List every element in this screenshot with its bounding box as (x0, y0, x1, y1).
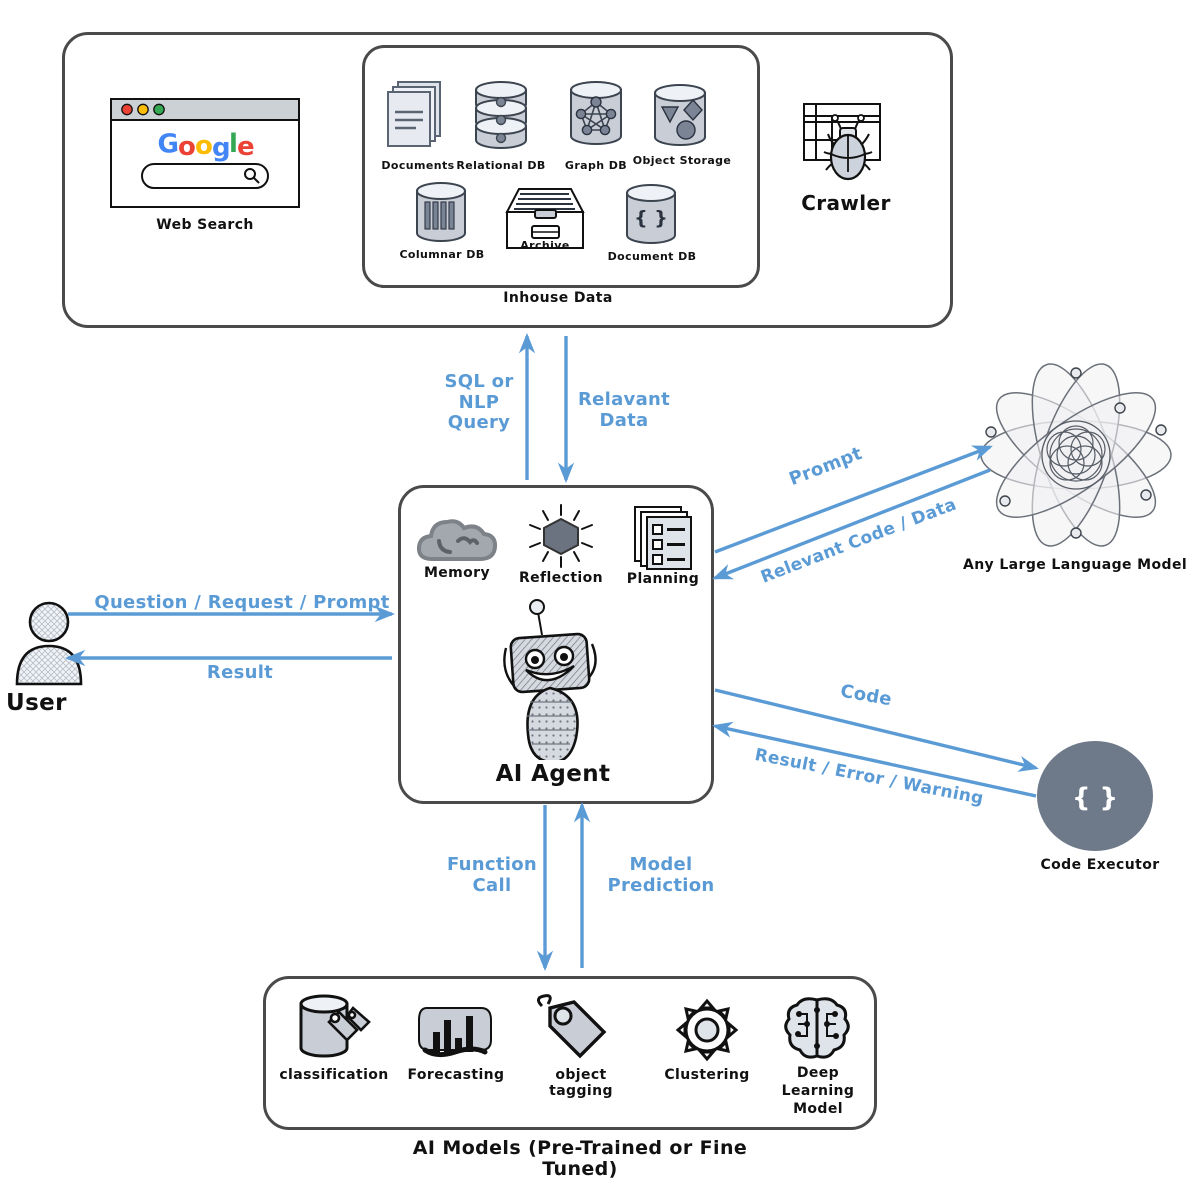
svg-text:{ }: { } (634, 207, 668, 229)
robot-icon (480, 592, 630, 764)
clustering-label: Clustering (664, 1067, 750, 1083)
graph-db-icon (567, 78, 625, 150)
object-storage-icon (651, 82, 709, 150)
checklist-pages-icon (625, 505, 697, 571)
flow-label-result: Result (206, 662, 274, 683)
document-db-icon: { } (622, 182, 680, 248)
shining-hexagon-icon (523, 503, 599, 571)
crawler-label: Crawler (801, 191, 891, 215)
relational-db-icon (470, 80, 532, 150)
inhouse-data-label: Inhouse Data (503, 290, 613, 306)
flow-label-prompt: Prompt (786, 443, 866, 491)
ai-models-caption: AI Models (Pre-Trained or Fine Tuned) (412, 1137, 748, 1181)
classification-label: classification (279, 1067, 389, 1083)
price-tag-icon (530, 988, 612, 1066)
svg-text:G: G (157, 129, 180, 160)
reflection-label: Reflection (518, 570, 604, 586)
flow-label-result-error-warning: Result / Error / Warning (753, 744, 986, 810)
forecasting-label: Forecasting (407, 1067, 505, 1083)
deep-learning-model-label: Deep Learning Model (781, 1065, 855, 1118)
relational-db-label: Relational DB (456, 159, 546, 172)
svg-text:e: e (237, 132, 255, 162)
columnar-db-label: Columnar DB (399, 248, 485, 261)
code-executor-label: Code Executor (1040, 857, 1160, 873)
cloud-icon (414, 513, 500, 565)
ai-agent-title: AI Agent (495, 761, 611, 787)
document-db-label: Document DB (607, 250, 697, 263)
svg-text:o: o (195, 131, 213, 161)
flow-label-relevant-code-data: Relevant Code / Data (758, 494, 960, 588)
flow-label-code: Code (838, 680, 894, 711)
brain-circuit-icon (783, 996, 851, 1062)
svg-text:l: l (229, 129, 238, 159)
bar-chart-cloud-icon (415, 1000, 495, 1060)
magnifier-icon (244, 168, 260, 184)
web-search-label: Web Search (156, 217, 254, 233)
columnar-db-icon (412, 180, 470, 246)
flow-label-question-request-prompt: Question / Request / Prompt (94, 592, 390, 613)
table-with-bug-icon (800, 100, 892, 186)
object-tagging-label: object tagging (549, 1067, 613, 1099)
web-search-browser: G o o g l e (110, 98, 300, 208)
curly-braces-icon: { } (1036, 740, 1154, 852)
atom-orbit-icon (975, 360, 1177, 550)
svg-text:g: g (212, 133, 231, 163)
object-storage-label: Object Storage (632, 154, 732, 167)
svg-text:o: o (178, 132, 196, 162)
bucket-tags-icon (295, 992, 375, 1064)
llm-label: Any Large Language Model (962, 557, 1188, 573)
gear-icon (675, 998, 739, 1062)
svg-text:{ }: { } (1072, 783, 1118, 813)
documents-label: Documents (381, 159, 455, 172)
memory-label: Memory (423, 565, 491, 581)
archive-box-icon (503, 186, 587, 252)
archive-label: Archive (520, 239, 570, 252)
user-label: User (6, 690, 67, 716)
graph-db-label: Graph DB (564, 159, 628, 172)
documents-stack-icon (382, 78, 454, 150)
planning-label: Planning (626, 571, 700, 587)
